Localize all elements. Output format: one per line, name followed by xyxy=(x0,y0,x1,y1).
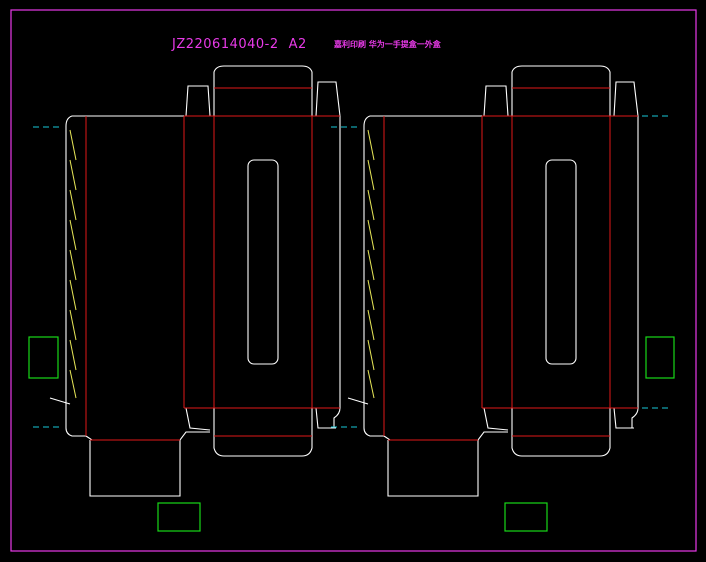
right-bottom-marker xyxy=(504,502,548,532)
left-register-marker xyxy=(28,336,59,379)
right-die-layout xyxy=(330,65,675,532)
drawing-note: 嘉利印刷 华为一手提盒一外盒 xyxy=(333,39,442,49)
left-bottom-marker xyxy=(157,502,201,532)
sheet-frame xyxy=(10,9,697,552)
left-die-layout xyxy=(28,65,341,532)
right-register-marker xyxy=(645,336,675,379)
